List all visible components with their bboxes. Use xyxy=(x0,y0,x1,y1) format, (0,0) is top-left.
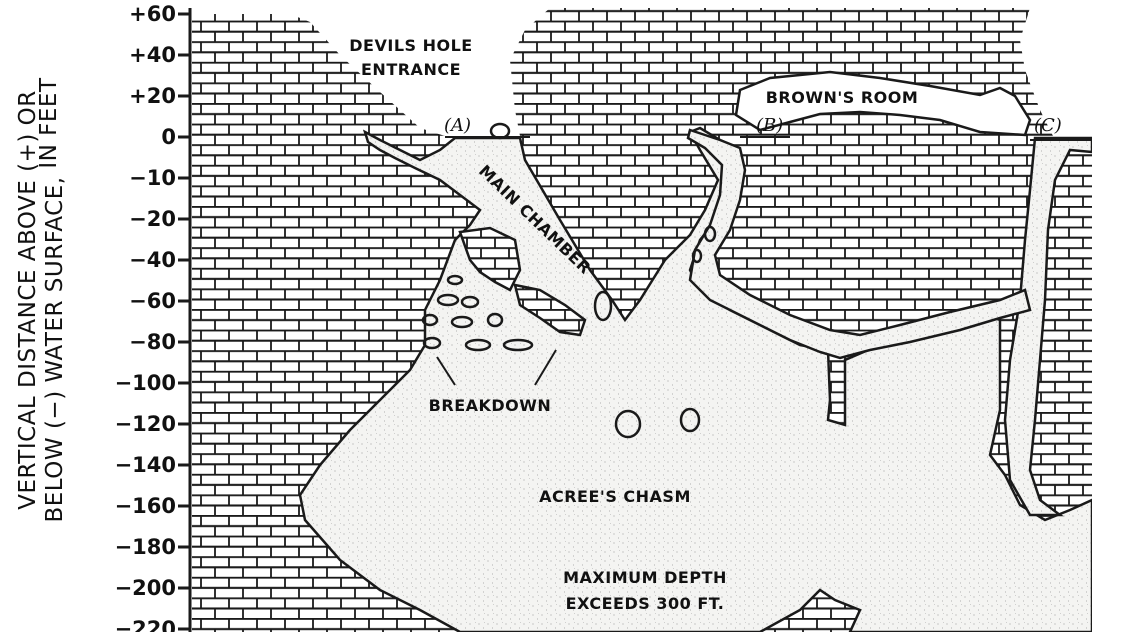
tick-label: −20 xyxy=(129,207,176,231)
side-passage-void xyxy=(686,128,1032,360)
marker-b: (B) xyxy=(756,115,784,136)
breakdown-boulders xyxy=(421,122,717,439)
rock-island xyxy=(458,226,522,292)
max-depth-label-line1: MAXIMUM DEPTH xyxy=(563,568,727,587)
marker-a: (A) xyxy=(444,115,472,136)
marker-c: (C) xyxy=(1034,115,1062,136)
breakdown-leader-right xyxy=(534,349,557,386)
y-axis xyxy=(178,8,192,632)
open-air-right xyxy=(1020,8,1092,150)
tick-label: +40 xyxy=(129,43,176,67)
open-air-region xyxy=(192,8,550,136)
acrees-chasm-label: ACREE'S CHASM xyxy=(539,487,691,506)
tick-label: −40 xyxy=(129,248,176,272)
browns-room-void xyxy=(734,70,1032,137)
tick-label: −200 xyxy=(114,576,176,600)
breakdown-leader-left xyxy=(436,356,456,386)
browns-room-label: BROWN'S ROOM xyxy=(765,88,919,107)
tick-label: −60 xyxy=(129,289,176,313)
max-depth-label-line2: EXCEEDS 300 FT. xyxy=(565,594,725,613)
tick-label: −160 xyxy=(114,494,176,518)
tick-label: −220 xyxy=(114,617,176,632)
tick-label: −10 xyxy=(129,166,176,190)
tick-label: 0 xyxy=(161,125,176,149)
y-axis-title-line2: BELOW (−) WATER SURFACE, IN FEET xyxy=(36,20,69,580)
entrance-label-line1: DEVILS HOLE xyxy=(349,36,473,55)
tick-label: −140 xyxy=(114,453,176,477)
rock-island-lower xyxy=(513,283,587,337)
tick-label: +20 xyxy=(129,84,176,108)
entrance-label-line2: ENTRANCE xyxy=(361,60,461,79)
tick-label: −100 xyxy=(114,371,176,395)
tick-label: −80 xyxy=(129,330,176,354)
tick-label: −120 xyxy=(114,412,176,436)
y-axis-title-unit: IN FEET xyxy=(36,77,62,169)
breakdown-label: BREAKDOWN xyxy=(428,396,552,415)
tick-label: +60 xyxy=(129,2,176,26)
y-axis-title-line2-text: BELOW (−) WATER SURFACE, xyxy=(42,176,68,523)
tick-label: −180 xyxy=(114,535,176,559)
